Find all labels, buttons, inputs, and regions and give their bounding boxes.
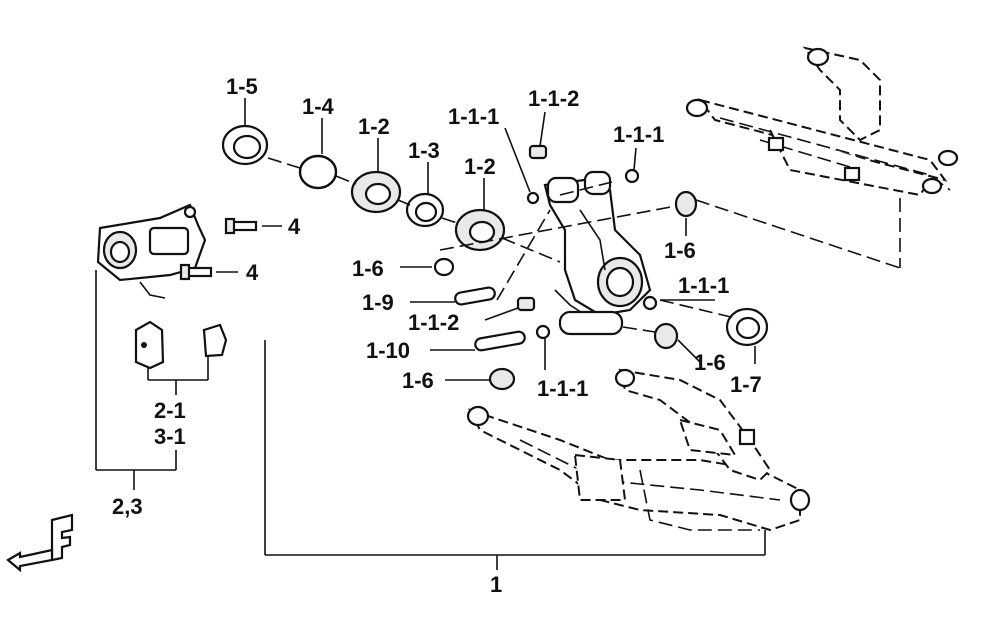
knuckle	[543, 170, 652, 319]
callout-4-upper: 4	[288, 214, 301, 239]
nut-1-1-1-a	[526, 191, 540, 205]
washer-1-1-1-d	[535, 324, 551, 340]
callout-labels: 1-5 1-4 1-2 1-3 1-2 1-1-1 1-1-2 1-1-1 4 …	[112, 74, 762, 597]
brake-caliper	[96, 203, 207, 299]
washer-1-6-b	[674, 190, 698, 218]
callout-1-5: 1-5	[226, 74, 258, 99]
bushing-1-1-1-c	[558, 310, 624, 336]
callout-1-2-inner: 1-2	[464, 154, 496, 179]
callout-1-10: 1-10	[366, 338, 410, 363]
seal-1-5	[221, 124, 269, 166]
washer-1-6-d	[653, 322, 679, 350]
upper-control-arm	[685, 46, 959, 197]
grease-nipple-1-1-2-b	[516, 296, 536, 312]
callout-2-3: 2,3	[112, 494, 143, 519]
callout-1-6-right: 1-6	[664, 238, 696, 263]
caliper-bolt-upper	[224, 217, 258, 235]
callout-1-1-2-mid: 1-1-2	[408, 310, 459, 335]
callout-4-lower: 4	[246, 260, 259, 285]
callout-1-6-bottom-right: 1-6	[694, 350, 726, 375]
callout-1-1-2-top: 1-1-2	[528, 86, 579, 111]
brake-pads	[134, 320, 228, 370]
lower-trailing-arm	[466, 368, 811, 532]
callout-1-6-bottom-left: 1-6	[402, 368, 434, 393]
callout-1-1-1-bottom: 1-1-1	[537, 376, 588, 401]
bolt-1-1-1-c	[642, 295, 658, 311]
circlip-1-4	[298, 154, 338, 190]
callout-1-1-1-right: 1-1-1	[613, 122, 664, 147]
washer-1-6-a	[433, 257, 455, 277]
pin-1-10	[474, 330, 526, 352]
callout-3-1: 3-1	[154, 424, 186, 449]
grease-nipple-1-1-2-a	[528, 144, 548, 160]
bolt-1-1-1-b	[624, 168, 640, 184]
leader-lines	[95, 98, 901, 570]
front-direction-marker: F	[6, 513, 74, 573]
callout-1-4: 1-4	[302, 94, 335, 119]
callout-1-1-1-top: 1-1-1	[448, 104, 499, 129]
callout-1-1-1-mid: 1-1-1	[678, 273, 729, 298]
callout-1-9: 1-9	[362, 290, 394, 315]
callout-1-6-left: 1-6	[352, 256, 384, 281]
caliper-bolt-lower	[179, 263, 213, 281]
callout-1-3: 1-3	[408, 138, 440, 163]
bearing-1-2-outer	[350, 170, 402, 214]
spacer-1-3	[405, 192, 445, 228]
washer-1-6-c	[488, 367, 516, 391]
callout-1-7: 1-7	[730, 372, 762, 397]
pin-1-9	[454, 286, 496, 306]
callout-1: 1	[490, 572, 502, 597]
bearing-1-2-inner	[454, 208, 506, 252]
callout-1-2-outer: 1-2	[358, 114, 390, 139]
callout-2-1: 2-1	[154, 398, 186, 423]
seal-1-7	[725, 307, 769, 347]
